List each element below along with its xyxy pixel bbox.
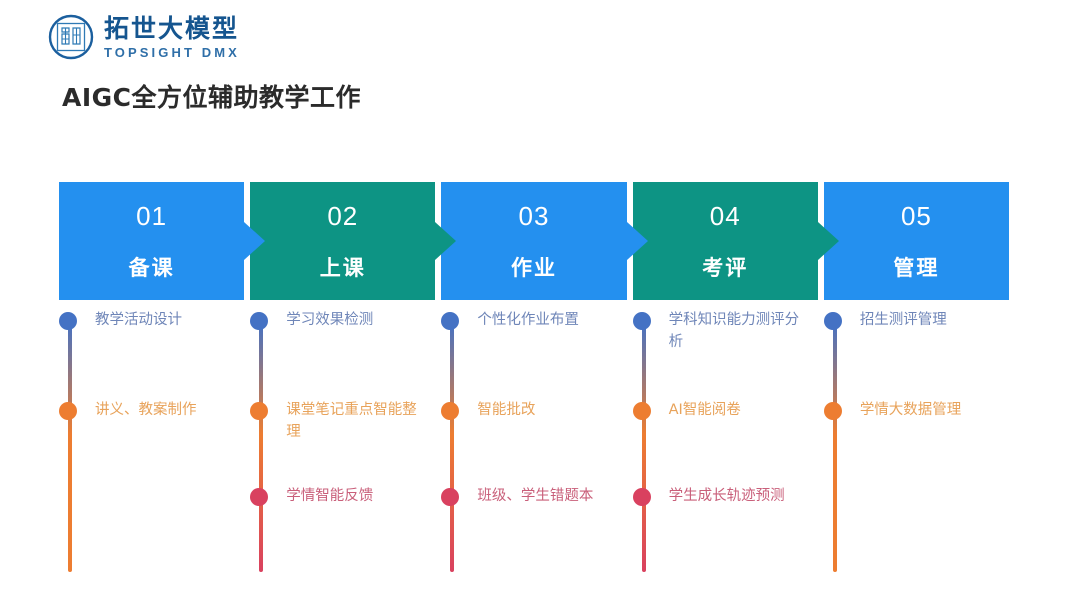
stage-block-05[interactable]: 05 管理: [823, 182, 1010, 300]
timeline-node-label: 学生成长轨迹预测: [668, 488, 785, 504]
timeline-node[interactable]: AI智能阅卷: [632, 400, 801, 422]
stage-block-01[interactable]: 01 备课: [59, 182, 266, 300]
stage-label: 作业: [511, 255, 557, 280]
timeline-node[interactable]: 学情大数据管理: [823, 400, 992, 422]
stage-detail-column-04: 学科知识能力测评分析 AI智能阅卷学生成长轨迹预测: [632, 310, 818, 600]
timeline-node[interactable]: 智能批改: [441, 400, 609, 422]
timeline-node[interactable]: 学科知识能力测评分析: [632, 310, 801, 354]
stage-detail-column-03: 个性化作业布置智能批改班级、学生错题本: [441, 310, 626, 600]
stage-detail-column-02: 学习效果检测课堂笔记重点智能整理学情智能反馈: [250, 310, 435, 600]
timeline-node-label: 招生测评管理: [859, 312, 947, 328]
timeline-dot-icon: [441, 488, 460, 506]
stage-label: 备课: [128, 255, 175, 280]
timeline-node[interactable]: 学习效果检测: [250, 310, 418, 332]
timeline-dot-icon: [59, 402, 77, 420]
timeline-node[interactable]: 个性化作业布置: [441, 310, 609, 332]
stage-detail-column-05: 招生测评管理学情大数据管理: [823, 310, 1009, 600]
timeline-track: [259, 322, 264, 572]
timeline-node[interactable]: 讲义、教案制作: [59, 400, 227, 422]
timeline-node-label: 班级、学生错题本: [477, 488, 594, 504]
timeline-node[interactable]: 班级、学生错题本: [441, 486, 609, 508]
timeline-dot-icon: [250, 312, 269, 330]
brand-name-en: TOPSIGHT DMX: [104, 44, 240, 60]
page-title: AIGC全方位辅助教学工作: [62, 83, 362, 112]
stage-block-03[interactable]: 03 作业: [441, 182, 648, 300]
timeline-track: [450, 322, 455, 572]
timeline-node-label: 课堂笔记重点智能整理: [286, 402, 417, 440]
timeline-dot-icon: [823, 312, 842, 330]
stage-number: 05: [900, 200, 932, 231]
timeline-node-label: 学情大数据管理: [859, 402, 962, 418]
timeline-track: [832, 322, 837, 572]
timeline-node-label: 个性化作业布置: [477, 312, 579, 328]
timeline-dot-icon: [441, 402, 460, 420]
timeline-node-label: 讲义、教案制作: [95, 402, 197, 418]
brand-wordmark: 拓世大模型 TOPSIGHT DMX: [104, 16, 240, 59]
stage-label: 考评: [702, 255, 749, 280]
timeline-node[interactable]: 招生测评管理: [823, 310, 992, 332]
timeline-dot-icon: [250, 402, 269, 420]
timeline-node-label: 学科知识能力测评分析: [668, 312, 800, 350]
timeline-node-label: 学习效果检测: [286, 312, 374, 328]
stage-number: 04: [709, 200, 741, 231]
timeline-dot-icon: [632, 488, 651, 506]
timeline-node[interactable]: 学情智能反馈: [250, 486, 418, 508]
stage-number: 03: [518, 200, 550, 231]
stage-label: 管理: [893, 255, 940, 280]
stage-block-04[interactable]: 04 考评: [632, 182, 839, 300]
stage-band: 01 备课 02 上课 03 作业 04 考评 05 管理: [59, 182, 1010, 300]
timeline-track: [68, 322, 72, 572]
brand-header: 拓世大模型 TOPSIGHT DMX: [48, 14, 240, 60]
stage-block-02[interactable]: 02 上课: [250, 182, 457, 300]
stage-label: 上课: [319, 255, 366, 280]
timeline-dot-icon: [632, 312, 651, 330]
circular-seal-icon: [48, 14, 94, 60]
timeline-dot-icon: [250, 488, 269, 506]
timeline-node-label: 教学活动设计: [95, 312, 182, 328]
timeline-node[interactable]: 教学活动设计: [59, 310, 227, 332]
timeline-dot-icon: [441, 312, 460, 330]
timeline-dot-icon: [59, 312, 77, 330]
stage-number: 01: [136, 200, 168, 231]
brand-name-cn: 拓世大模型: [104, 13, 240, 43]
stage-number: 02: [327, 200, 359, 231]
timeline-node[interactable]: 学生成长轨迹预测: [632, 486, 801, 508]
timeline-node[interactable]: 课堂笔记重点智能整理: [250, 400, 418, 444]
stage-detail-column-01: 教学活动设计讲义、教案制作: [59, 310, 244, 600]
timeline-dot-icon: [632, 402, 651, 420]
stage-detail-columns: 教学活动设计讲义、教案制作学习效果检测课堂笔记重点智能整理学情智能反馈个性化作业…: [59, 310, 1009, 600]
timeline-node-label: 学情智能反馈: [286, 488, 374, 504]
timeline-dot-icon: [823, 402, 842, 420]
timeline-track: [641, 322, 646, 572]
timeline-node-label: 智能批改: [477, 402, 536, 418]
timeline-node-label: AI智能阅卷: [668, 402, 741, 418]
